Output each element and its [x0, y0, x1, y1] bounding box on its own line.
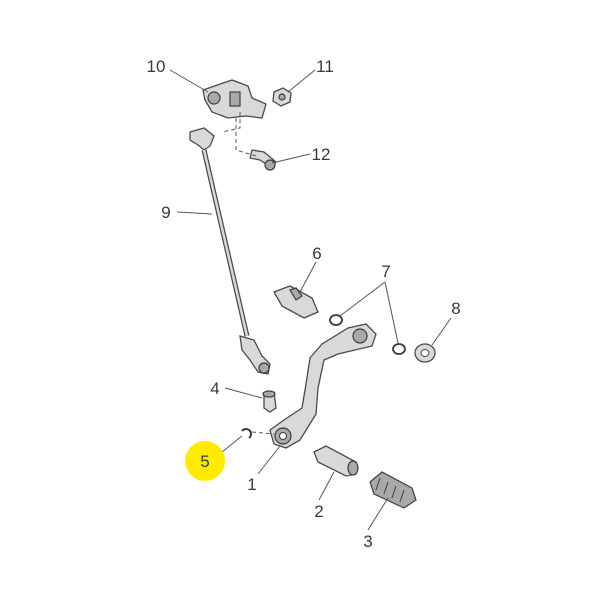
- callout-1[interactable]: 1: [247, 475, 256, 494]
- part-2-footpeg-pin: [313, 445, 359, 477]
- callout-12[interactable]: 12: [312, 145, 331, 164]
- part-7-o-rings: [329, 314, 406, 355]
- callout-10[interactable]: 10: [147, 57, 166, 76]
- part-8-washer: [414, 343, 436, 363]
- callout-8[interactable]: 8: [451, 299, 460, 318]
- part-4-small-bolt: [262, 390, 277, 413]
- callout-11[interactable]: 11: [316, 57, 334, 76]
- part-10-bracket: [202, 79, 267, 119]
- part-9-link-rod: [189, 127, 271, 375]
- part-12-bolt: [249, 149, 277, 171]
- part-11-nut: [272, 87, 292, 107]
- assembly-line-bottom: [251, 431, 275, 435]
- leader-lines: [169, 69, 452, 531]
- callout-highlight: [185, 441, 225, 481]
- part-6-pivot-bolt: [273, 285, 319, 319]
- callout-7[interactable]: 7: [381, 262, 390, 281]
- callout-4[interactable]: 4: [210, 379, 219, 398]
- callout-2[interactable]: 2: [314, 502, 323, 521]
- part-5-circlip: [241, 428, 252, 439]
- callout-5[interactable]: 5: [200, 452, 209, 471]
- callout-3[interactable]: 3: [363, 532, 372, 551]
- part-1-shift-lever: [269, 323, 377, 449]
- assembly-line-top: [221, 112, 257, 157]
- callout-9[interactable]: 9: [161, 203, 170, 222]
- callout-6[interactable]: 6: [312, 244, 321, 263]
- part-3-rubber-footpeg: [369, 471, 417, 509]
